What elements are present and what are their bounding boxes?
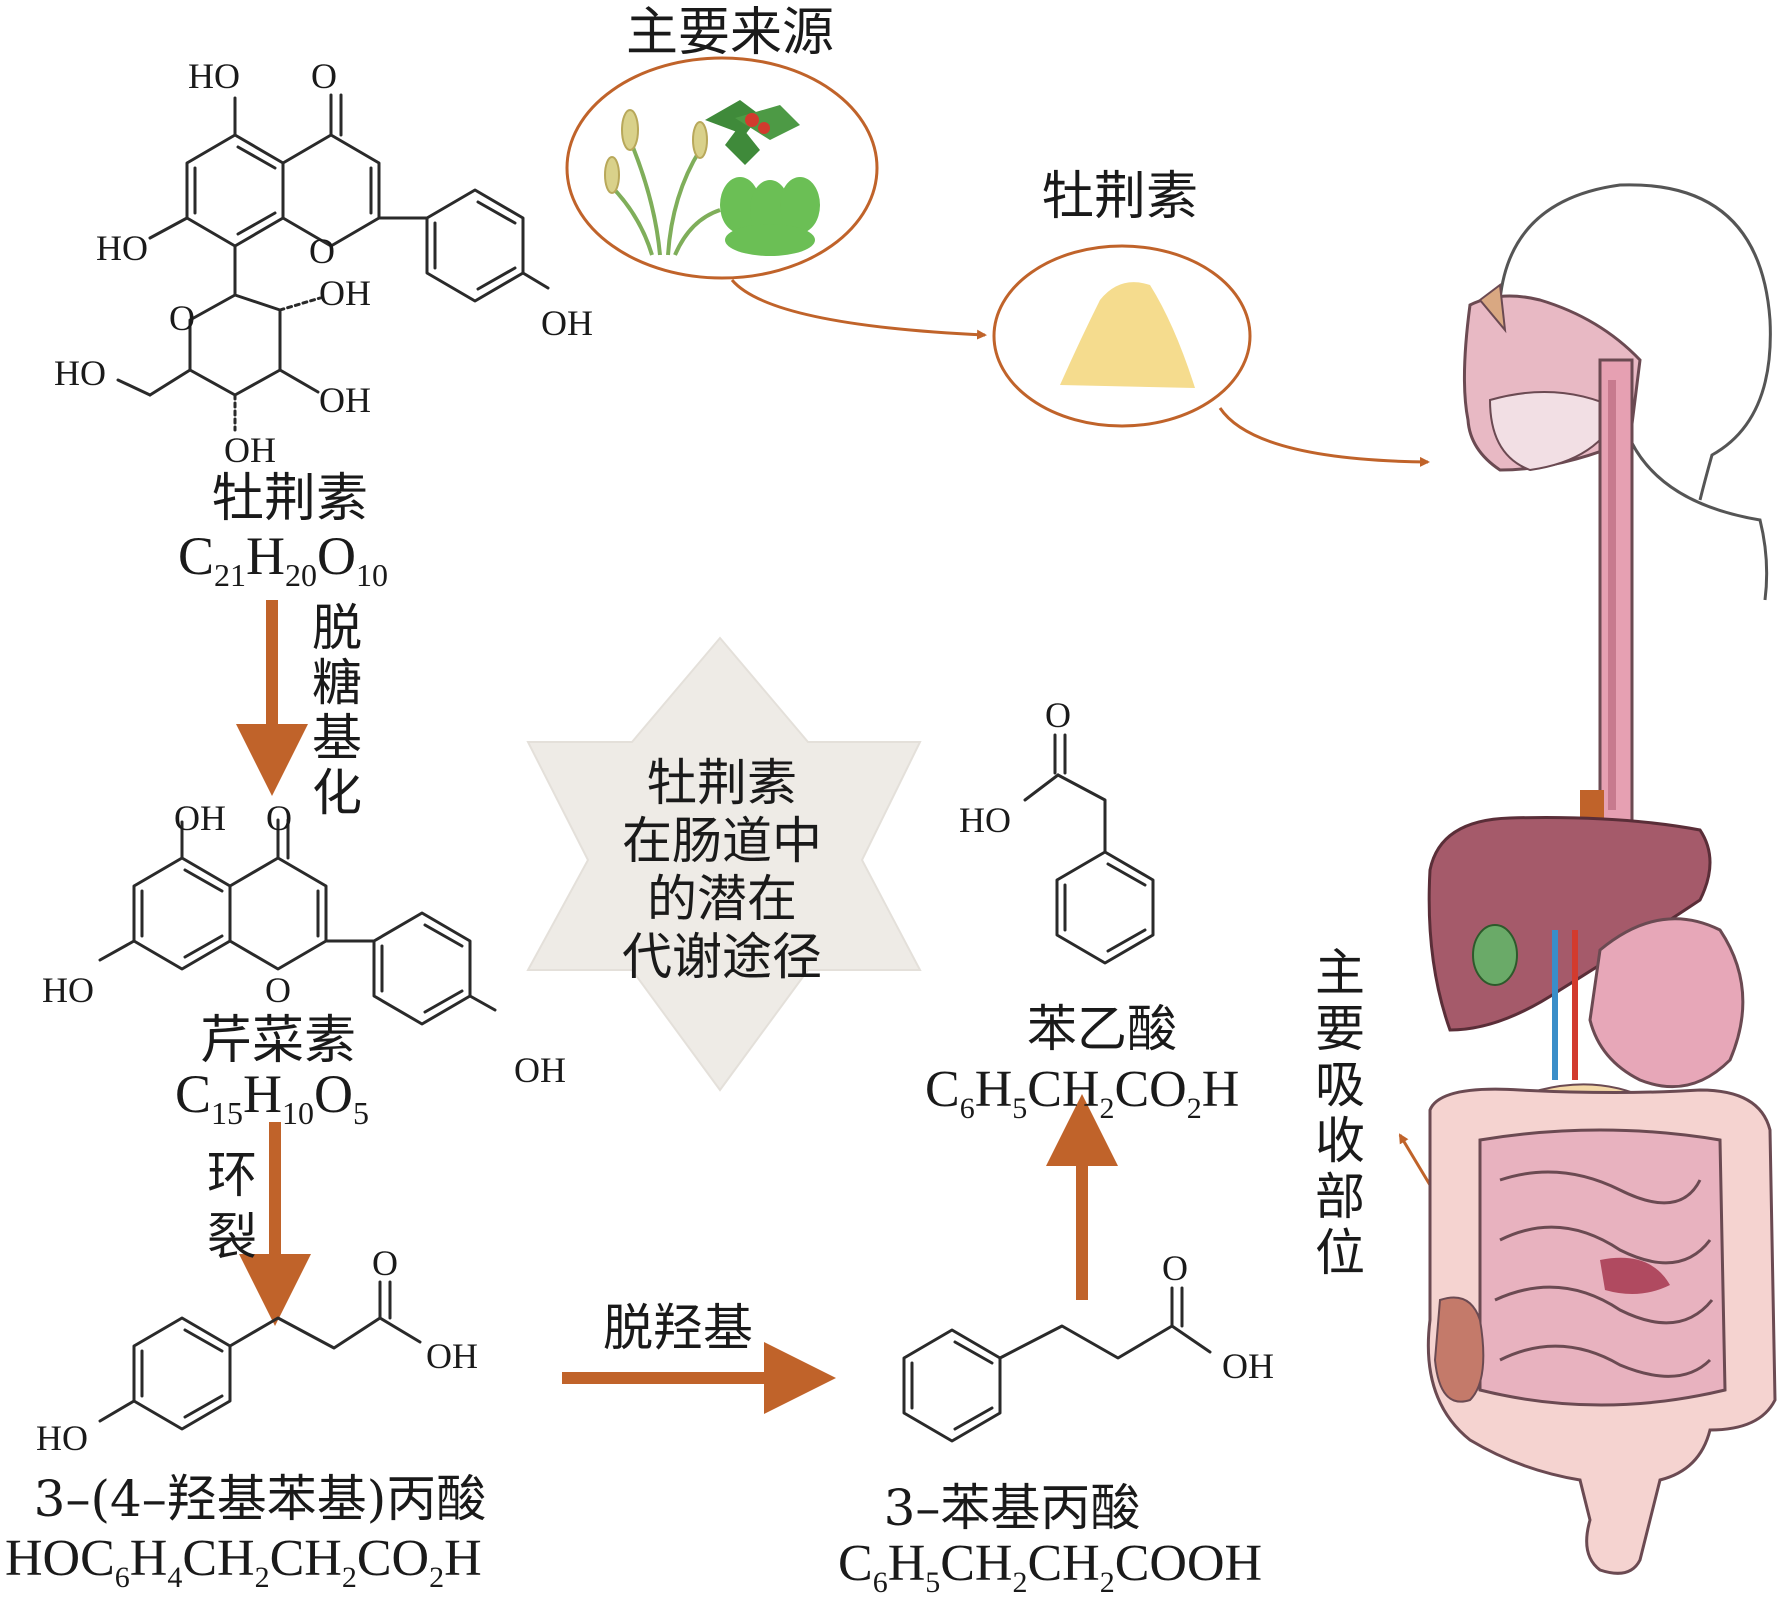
green-pod-icon xyxy=(720,177,820,256)
step1-char-1: 脱 xyxy=(312,599,362,657)
absorption-char-4: 收 xyxy=(1315,1112,1365,1170)
apigenin-atom-oh-right: OH xyxy=(514,1050,566,1090)
step1-char-4: 化 xyxy=(312,764,362,822)
digestive-system-illustration xyxy=(1426,183,1777,1575)
step3-label: 脱羟基 xyxy=(603,1299,753,1357)
step1-char-2: 糖 xyxy=(312,654,362,712)
absorption-char-2: 要 xyxy=(1315,1000,1365,1058)
sources-group: 主要来源 牡荆素 xyxy=(565,3,1430,467)
apigenin-name: 芹菜素 xyxy=(200,1011,356,1071)
paa-formula: C6H5CH2CO2H xyxy=(925,1061,1239,1125)
holly-icon xyxy=(705,100,800,165)
paa-name: 苯乙酸 xyxy=(1027,1000,1177,1058)
hppa-structure: O OH HO 3–(4–羟基苯基)丙酸 HOC6H4CH2CH2CO2H xyxy=(5,1243,486,1594)
step-deglycosylation: 脱 糖 基 化 xyxy=(236,599,362,822)
hppa-atom-o: O xyxy=(372,1243,398,1283)
apigenin-atom-ho-left: HO xyxy=(42,970,94,1010)
ppa-structure: O OH 3–苯基丙酸 C6H5CH2CH2COOH xyxy=(838,1248,1274,1599)
center-line-4: 代谢途径 xyxy=(622,928,822,986)
vitexin-atom-o-sugar: O xyxy=(169,298,195,338)
ppa-formula: C6H5CH2CH2COOH xyxy=(838,1535,1262,1599)
vitexin-formula: C21H20O10 xyxy=(178,526,388,593)
vitexin-atom-oh-sugar3: OH xyxy=(224,430,276,470)
absorption-label: 主 要 吸 收 部 位 xyxy=(1315,944,1447,1282)
hppa-atom-ho: HO xyxy=(36,1418,88,1458)
step-ring-cleavage: 环 裂 xyxy=(207,1122,311,1326)
powder-icon xyxy=(1060,282,1195,388)
apigenin-atom-oh-top: OH xyxy=(174,798,226,838)
vitexin-atom-oh-sugar2: OH xyxy=(319,380,371,420)
vitexin-atom-o-ring: O xyxy=(309,231,335,271)
step2-char-2: 裂 xyxy=(207,1208,257,1266)
apigenin-atom-o-top: O xyxy=(266,798,292,838)
gallbladder xyxy=(1472,924,1518,986)
powder-label: 牡荆素 xyxy=(1042,167,1198,227)
ppa-atom-oh: OH xyxy=(1222,1346,1274,1386)
paa-atom-ho: HO xyxy=(959,800,1011,840)
hppa-atom-oh: OH xyxy=(426,1336,478,1376)
head-outline xyxy=(1498,183,1772,501)
grain-icon xyxy=(604,109,721,256)
vitexin-atom-oh-right: OH xyxy=(541,303,593,343)
apigenin-structure: OH O HO O OH 芹菜素 C15H10O5 xyxy=(42,798,566,1131)
stomach xyxy=(1588,917,1745,1089)
vitexin-atom-ho-top: HO xyxy=(188,56,240,96)
sources-title: 主要来源 xyxy=(626,3,834,63)
ppa-atom-o: O xyxy=(1162,1248,1188,1288)
step-dehydroxylation: 脱羟基 xyxy=(562,1299,836,1414)
step2-char-1: 环 xyxy=(207,1146,257,1204)
center-star: 牡荆素 在肠道中 的潜在 代谢途径 xyxy=(526,636,922,1092)
absorption-char-5: 部 xyxy=(1315,1168,1365,1226)
paa-structure: O HO 苯乙酸 C6H5CH2CO2H xyxy=(925,695,1239,1125)
apigenin-formula: C15H10O5 xyxy=(175,1064,369,1131)
arrow-source-to-powder xyxy=(730,279,987,340)
center-line-2: 在肠道中 xyxy=(622,812,822,870)
apigenin-atom-o-ring: O xyxy=(265,970,291,1010)
vitexin-atom-o-top: O xyxy=(311,56,337,96)
paa-atom-o: O xyxy=(1045,695,1071,735)
vitexin-structure: HO O HO O OH OH O HO OH OH 牡荆素 C21H20O10 xyxy=(54,56,593,593)
vitexin-name: 牡荆素 xyxy=(212,469,368,529)
arrow-powder-to-mouth xyxy=(1218,407,1430,467)
step1-char-3: 基 xyxy=(312,709,362,767)
center-line-1: 牡荆素 xyxy=(647,754,797,812)
center-line-3: 的潜在 xyxy=(647,870,797,928)
ppa-name: 3–苯基丙酸 xyxy=(884,1479,1141,1537)
hppa-name: 3–(4–羟基苯基)丙酸 xyxy=(34,1470,487,1528)
absorption-char-6: 位 xyxy=(1315,1224,1365,1282)
vitexin-atom-ho-left: HO xyxy=(96,228,148,268)
hppa-formula: HOC6H4CH2CH2CO2H xyxy=(5,1530,482,1594)
absorption-char-3: 吸 xyxy=(1315,1056,1365,1114)
vitexin-atom-ho-sugar: HO xyxy=(54,353,106,393)
vitexin-atom-oh-sugar1: OH xyxy=(319,273,371,313)
absorption-char-1: 主 xyxy=(1315,944,1365,1002)
